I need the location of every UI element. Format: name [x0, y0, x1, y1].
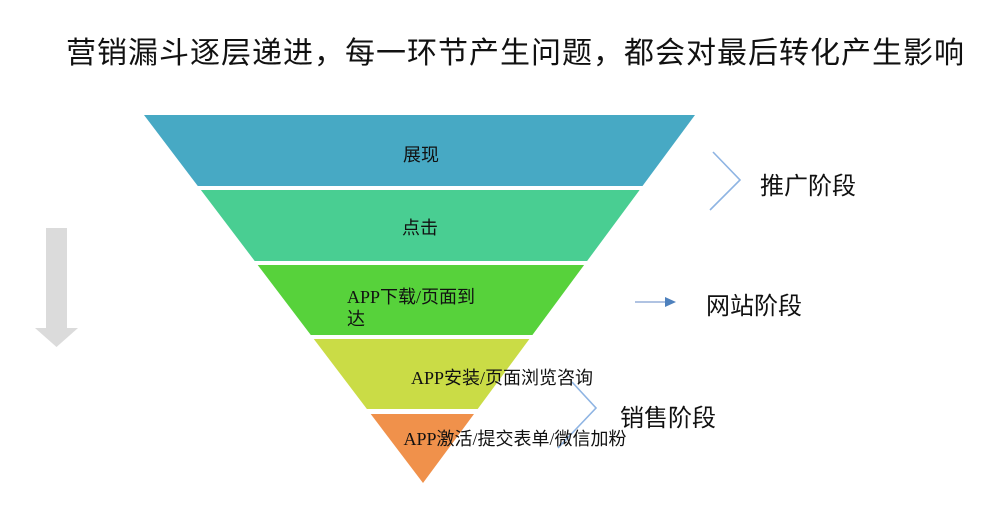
funnel-layer-5-label: APP激活/提交表单/微信加粉: [403, 429, 627, 449]
funnel-layer-5-shape: [370, 414, 474, 483]
stage-1-chevron-bracket-icon: [709, 151, 742, 211]
funnel-layer-3-shape: [257, 265, 585, 335]
stage-2-arrowhead-icon: [665, 297, 676, 307]
stage-label-website: 网站阶段: [706, 294, 802, 320]
funnel-layer-1-label: 展现: [403, 145, 439, 165]
funnel-layer-2-label: 点击: [402, 218, 438, 238]
stage-3-chevron-bracket-icon: [557, 381, 598, 449]
stage-label-promotion: 推广阶段: [760, 174, 856, 200]
funnel-layer-4-shape: [313, 339, 530, 409]
funnel-layer-1-shape: [144, 115, 695, 186]
down-arrow-icon: [35, 228, 78, 347]
funnel-layer-4-label: APP安装/页面浏览咨询: [411, 368, 594, 388]
stage-label-sales: 销售阶段: [620, 406, 716, 432]
slide-title: 营销漏斗逐层递进，每一环节产生问题，都会对最后转化产生影响: [66, 37, 965, 70]
funnel-layer-2-shape: [200, 190, 640, 261]
funnel-layer-3-label: APP下载/页面到达: [347, 287, 476, 329]
